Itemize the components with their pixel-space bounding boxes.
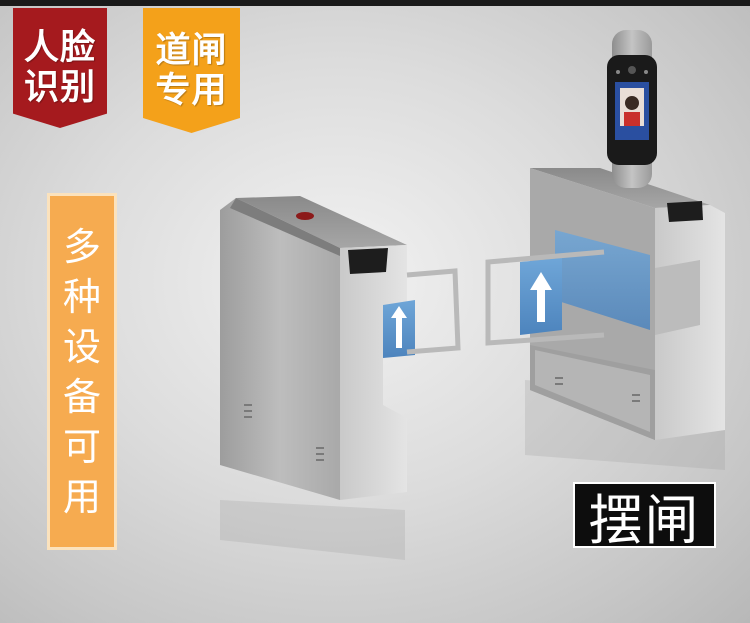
panel-char: 种 xyxy=(62,274,101,319)
badge-line-2: 专用 xyxy=(155,70,228,111)
top-dark-strip xyxy=(0,0,750,6)
left-swing-arm xyxy=(406,268,461,355)
multi-device-panel: 多 种 设 备 可 用 xyxy=(47,193,117,550)
badge-line-1: 道闸 xyxy=(155,30,228,71)
product-label: 摆闸 xyxy=(573,482,716,552)
panel-char: 多 xyxy=(62,224,101,269)
face-recognition-terminal-icon xyxy=(607,30,657,188)
badge-line-1: 人脸 xyxy=(23,28,96,68)
up-arrow-icon xyxy=(530,272,552,322)
panel-char: 可 xyxy=(62,424,101,469)
face-recognition-badge: 人脸 识别 xyxy=(13,8,107,128)
panel-char: 备 xyxy=(62,374,101,419)
gate-dedicated-badge: 道闸 专用 xyxy=(143,8,240,133)
panel-char: 设 xyxy=(62,324,101,369)
right-swing-arm xyxy=(485,249,605,346)
right-gate-cabinet xyxy=(530,168,725,440)
panel-char: 用 xyxy=(62,474,101,519)
badge-line-2: 识别 xyxy=(23,68,96,108)
left-gate-cabinet xyxy=(220,196,415,500)
